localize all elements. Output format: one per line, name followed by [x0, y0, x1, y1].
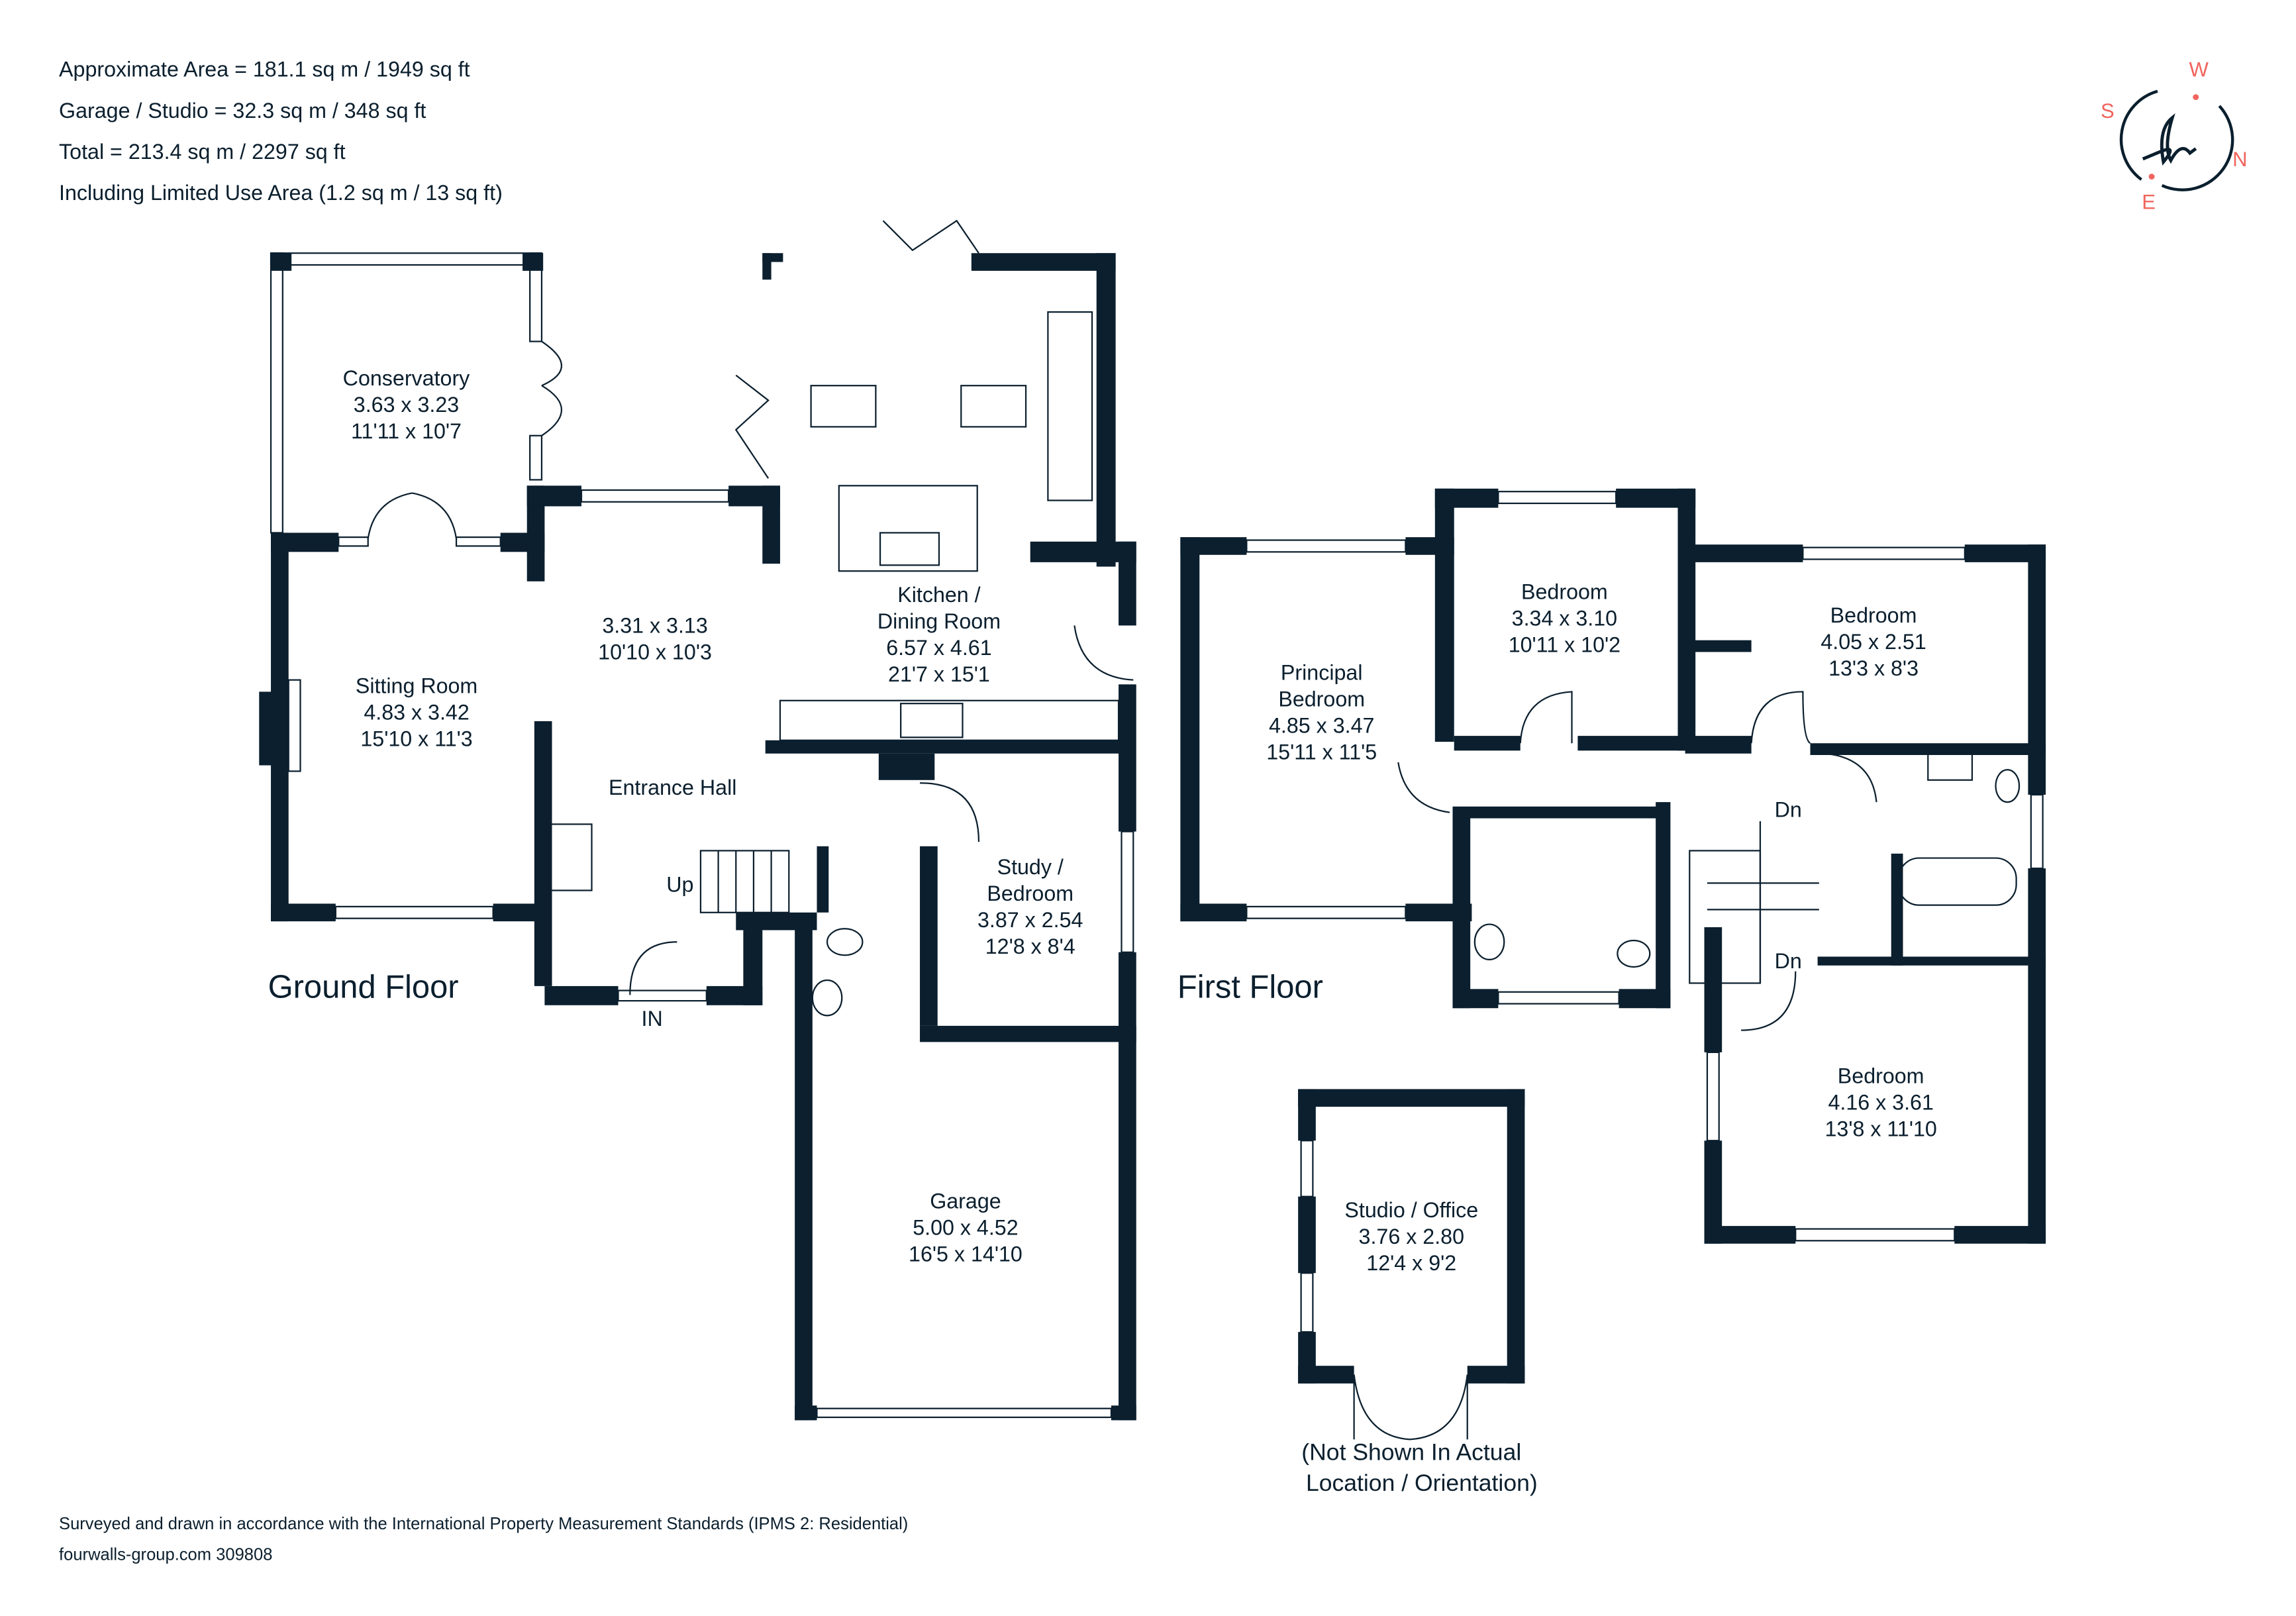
- compass-west: W: [2189, 58, 2209, 81]
- area-line: Total = 213.4 sq m / 2297 sq ft: [59, 140, 346, 164]
- area-line: Garage / Studio = 32.3 sq m / 348 sq ft: [59, 99, 426, 123]
- compass-south: S: [2101, 99, 2115, 123]
- standards-note: Surveyed and drawn in accordance with th…: [59, 1515, 908, 1533]
- compass-north: N: [2232, 148, 2247, 171]
- entrance-label: IN: [642, 1007, 663, 1031]
- stair-label: Dn: [1775, 949, 1802, 973]
- area-line: Approximate Area = 181.1 sq m / 1949 sq …: [59, 58, 470, 81]
- first-floor-title: First Floor: [1177, 970, 1323, 1005]
- compass-icon: W S N E: [2101, 58, 2248, 214]
- room-label: Entrance Hall: [609, 776, 736, 799]
- area-summary: Approximate Area = 181.1 sq m / 1949 sq …: [59, 58, 503, 205]
- ground-floor-title: Ground Floor: [268, 970, 459, 1005]
- stair-label: Dn: [1775, 797, 1802, 821]
- area-line: Including Limited Use Area (1.2 sq m / 1…: [59, 181, 503, 205]
- compass-east: E: [2142, 191, 2156, 214]
- stair-label: Up: [666, 873, 693, 897]
- reference-note: fourwalls-group.com 309808: [59, 1546, 272, 1564]
